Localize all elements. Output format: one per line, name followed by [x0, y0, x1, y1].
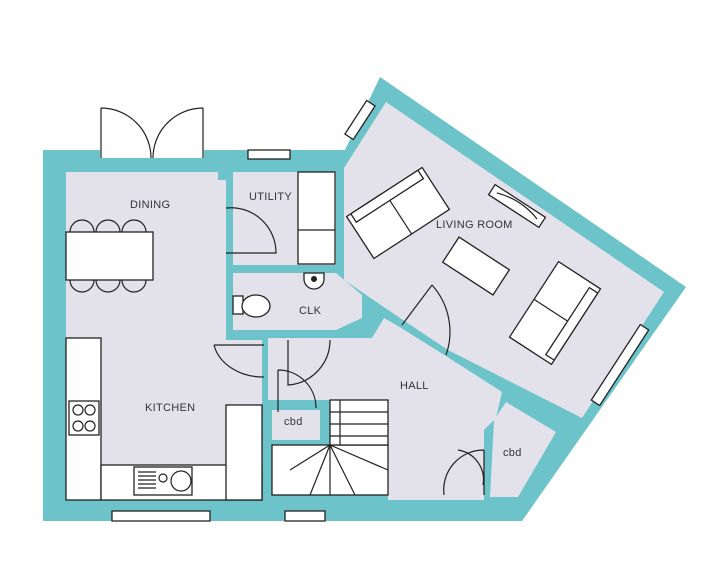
- sofa-icon: [345, 166, 451, 260]
- door-swings: [213, 207, 485, 496]
- room-label-cbd: cbd: [503, 447, 522, 459]
- tv-unit-icon: [487, 183, 547, 229]
- windows: [111, 99, 650, 522]
- room-label-hall: HALL: [400, 380, 429, 392]
- hob-icon: [68, 400, 100, 436]
- hall-floor: [268, 318, 502, 500]
- basin-icon: [303, 272, 325, 290]
- toilet-icon: [232, 294, 271, 318]
- room-label-utility: UTILITY: [249, 191, 292, 203]
- room-label-living-room: LIVING ROOM: [436, 219, 513, 231]
- cbd-right-floor: [490, 402, 556, 497]
- cbd-left-floor: [272, 410, 320, 440]
- room-label-dining: DINING: [130, 199, 170, 211]
- clk-floor: [233, 273, 362, 330]
- fridge-icon: [297, 171, 336, 265]
- sink-icon: [133, 466, 193, 496]
- dining-table-icon: [65, 219, 154, 293]
- staircase-icon: [271, 399, 389, 496]
- room-label-cbd: cbd: [284, 416, 303, 428]
- coffee-table-icon: [441, 236, 511, 296]
- room-label-clk: CLK: [299, 305, 322, 317]
- room-label-kitchen: KITCHEN: [145, 402, 195, 414]
- sofa-icon: [508, 260, 602, 366]
- french-doors-icon: [100, 107, 204, 159]
